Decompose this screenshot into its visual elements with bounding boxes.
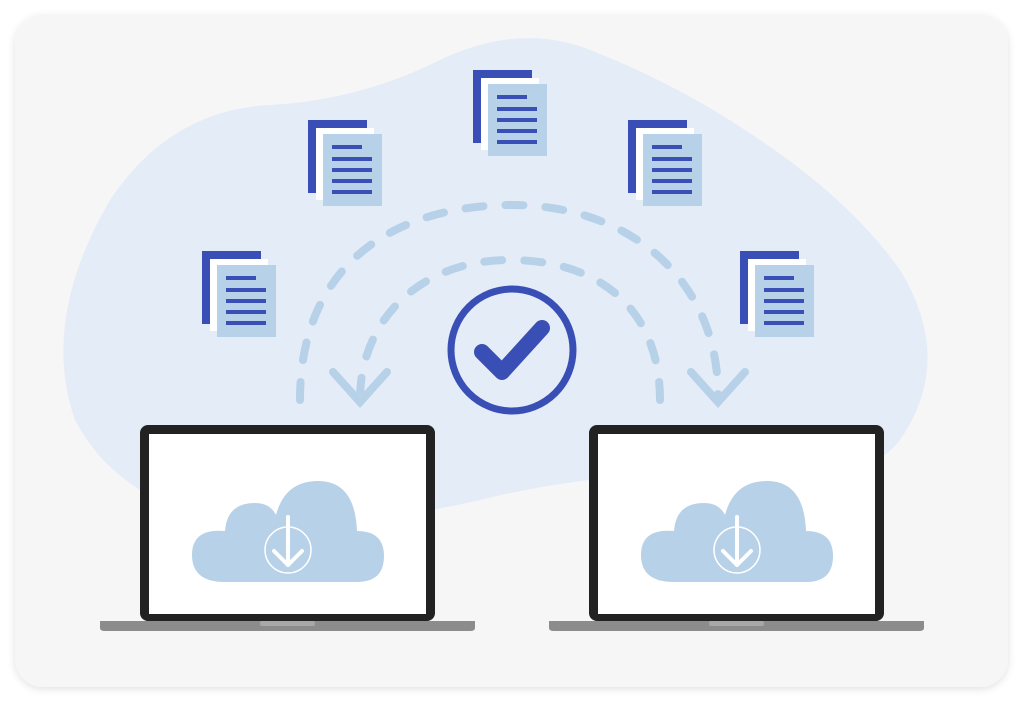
- arrowhead-icon: [687, 368, 749, 408]
- document-icon: [740, 251, 814, 337]
- background-blob: [63, 38, 928, 523]
- document-icon: [202, 251, 276, 337]
- arrowhead-icon: [329, 368, 391, 408]
- outer-transfer-arc: [296, 200, 722, 404]
- document-icon: [308, 120, 382, 206]
- checkmark-circle-icon: [447, 285, 577, 415]
- document-icon: [473, 70, 547, 156]
- document-icon: [628, 120, 702, 206]
- laptop-left: [98, 423, 477, 633]
- laptop-right: [547, 423, 926, 633]
